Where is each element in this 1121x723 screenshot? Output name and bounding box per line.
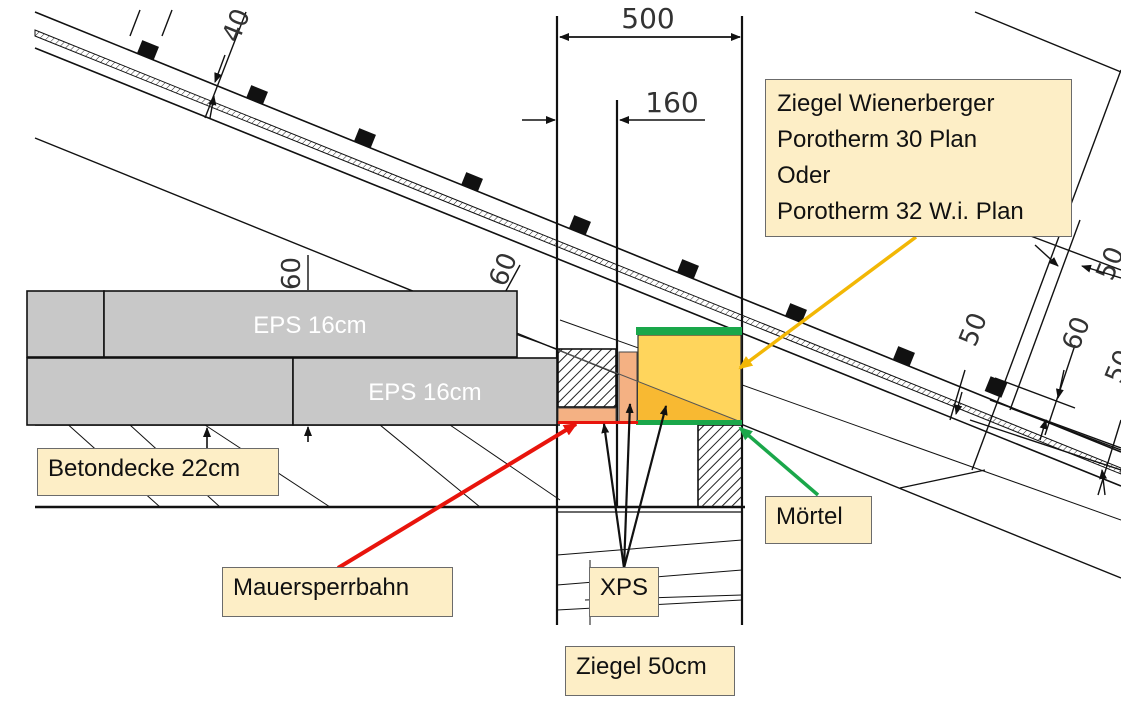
xps-strip-horizontal (557, 407, 617, 423)
top-dimensions (522, 33, 741, 124)
roof-battens (137, 40, 1008, 398)
brick-label-line-4: Porotherm 32 W.i. Plan (777, 198, 1024, 225)
brick-label-line-2: Porotherm 30 Plan (777, 126, 978, 153)
roof-dimension-lines (129, 9, 1121, 496)
dim-500: 500 (621, 2, 674, 35)
eps-upper-label: EPS 16cm (253, 312, 366, 339)
arrows-xps (601, 403, 668, 569)
hatched-block-lower (697, 424, 743, 508)
dim-160: 160 (645, 86, 698, 119)
slope-dimension-arrows (208, 54, 1121, 496)
brick-label: Ziegel Wienerberger Porotherm 30 Plan Od… (765, 79, 1072, 237)
arrow-mortar (738, 426, 820, 497)
eps-board-upper-left (26, 290, 105, 358)
brick-label-line-1: Ziegel Wienerberger (777, 90, 995, 117)
hatched-block-upper (557, 348, 617, 408)
brick-label-line-3: Oder (777, 162, 831, 189)
dim-50-c: 50 (1100, 346, 1121, 388)
dim-50-b: 50 (1091, 243, 1121, 285)
eps-board-lower (292, 357, 558, 426)
dim-40: 40 (217, 5, 257, 47)
arrow-damp-course (336, 422, 578, 570)
dim-60-b: 60 (484, 249, 524, 291)
mortar-label: Mörtel (765, 496, 872, 544)
dim-50-a: 50 (954, 309, 994, 351)
xps-strip-vertical (618, 351, 638, 423)
eps-insulation: EPS 16cm EPS 16cm (26, 290, 558, 426)
dim-60-c: 60 (1057, 313, 1097, 355)
eps-base-arrows (203, 426, 312, 448)
dim-60-a: 60 (277, 257, 307, 290)
xps-label: XPS (589, 567, 659, 617)
wall-label: Ziegel 50cm (565, 646, 735, 696)
eps-board-lower-left (26, 357, 294, 426)
eps-board-upper (103, 290, 518, 358)
arrow-brick (738, 235, 918, 370)
damp-course-label: Mauersperrbahn (222, 567, 453, 617)
mortar-bottom (636, 420, 742, 425)
damp-proof-course (520, 421, 638, 424)
eps-lower-label: EPS 16cm (368, 379, 481, 406)
ceiling-label: Betondecke 22cm (37, 448, 279, 496)
mortar-top (636, 327, 742, 335)
wall-structure (555, 16, 744, 625)
